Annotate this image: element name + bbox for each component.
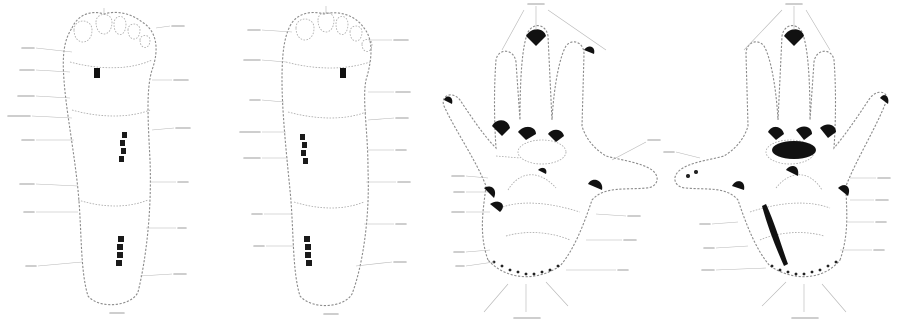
left-foot-marker (94, 68, 100, 78)
toe (296, 19, 314, 40)
right-hand-diagram (664, 4, 890, 318)
toe (350, 26, 362, 41)
right-hand-wrist-dots (771, 261, 838, 276)
left-foot-toes (74, 15, 150, 48)
left-foot-diagram (8, 8, 190, 313)
toe (74, 21, 92, 42)
toe (140, 36, 150, 48)
left-hand-zones (496, 140, 580, 240)
toe (96, 15, 112, 35)
toe (128, 24, 140, 39)
right-hand-markers (732, 29, 888, 266)
right-foot-toes (296, 13, 372, 52)
left-foot-zone-line (70, 60, 152, 68)
right-foot-marker (340, 68, 346, 78)
right-foot-spine-zone (300, 134, 312, 266)
toe (336, 17, 348, 35)
left-foot-outline (63, 12, 156, 304)
right-foot-zone-line (288, 112, 366, 118)
right-hand-label-lines (664, 4, 890, 318)
right-foot-label-lines (240, 6, 410, 314)
left-foot-spine-zone (116, 132, 127, 266)
left-foot-label-lines (8, 8, 190, 313)
left-hand-outline (443, 26, 657, 277)
right-hand-thumb-dots (686, 170, 698, 178)
right-foot-diagram (240, 6, 410, 314)
left-hand-wrist-dots (493, 261, 560, 276)
toe (114, 17, 126, 35)
left-foot-zone-line (78, 200, 148, 206)
right-foot-outline (282, 13, 371, 306)
left-foot-zone-line (72, 110, 150, 116)
right-foot-zone-line (286, 62, 370, 68)
left-hand-diagram (443, 4, 660, 318)
toe (318, 13, 334, 33)
right-foot-zone-line (294, 202, 364, 208)
